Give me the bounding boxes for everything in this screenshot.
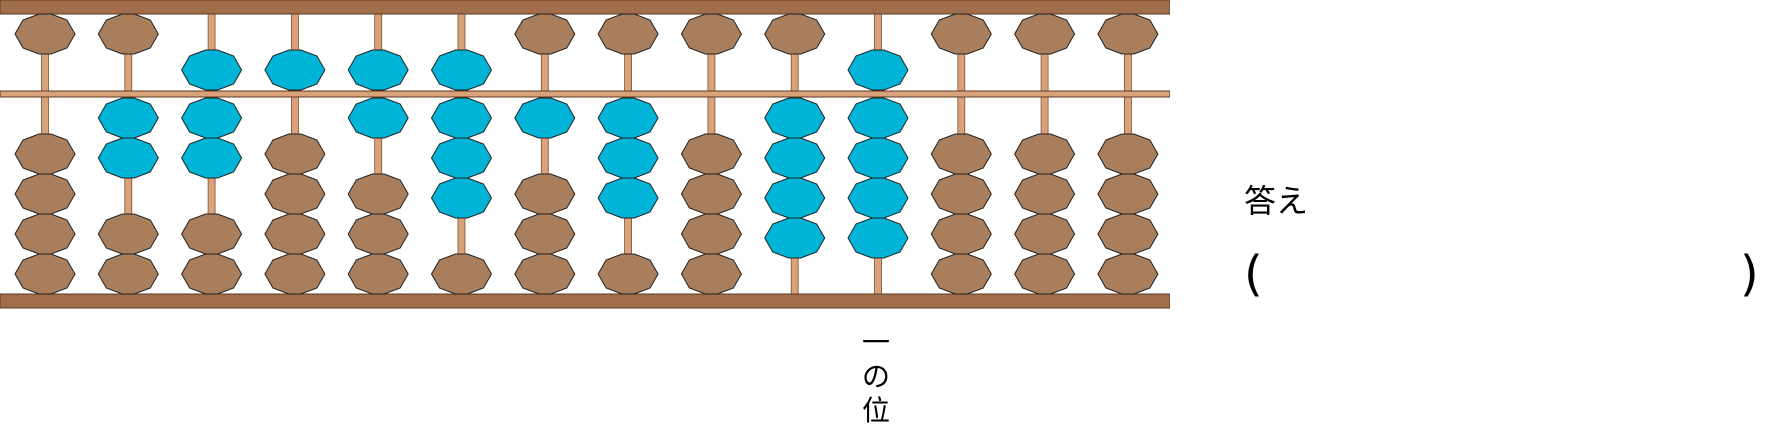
unit-label-line3: 位 bbox=[861, 394, 890, 427]
lower-bead-rod-1-4 bbox=[14, 253, 76, 295]
lower-bead-rod-12-3 bbox=[930, 213, 992, 255]
lower-bead-rod-2-3 bbox=[97, 213, 159, 255]
lower-bead-rod-13-1 bbox=[1014, 133, 1076, 175]
lower-bead-rod-10-2 bbox=[764, 137, 826, 179]
lower-bead-rod-10-3 bbox=[764, 177, 826, 219]
lower-bead-rod-7-1 bbox=[514, 97, 576, 139]
lower-bead-rod-10-4 bbox=[764, 217, 826, 259]
lower-bead-rod-2-4 bbox=[97, 253, 159, 295]
unit-label: 一 の 位 bbox=[858, 326, 894, 428]
upper-bead-rod-13 bbox=[1014, 13, 1076, 55]
lower-bead-rod-4-2 bbox=[264, 173, 326, 215]
lower-bead-rod-13-3 bbox=[1014, 213, 1076, 255]
lower-bead-rod-11-1 bbox=[847, 97, 909, 139]
lower-bead-rod-1-3 bbox=[14, 213, 76, 255]
lower-bead-rod-8-2 bbox=[597, 137, 659, 179]
lower-bead-rod-4-3 bbox=[264, 213, 326, 255]
answer-input-area[interactable] bbox=[1280, 248, 1730, 298]
lower-bead-rod-7-4 bbox=[514, 253, 576, 295]
lower-bead-rod-5-4 bbox=[347, 253, 409, 295]
lower-bead-rod-5-3 bbox=[347, 213, 409, 255]
lower-bead-rod-3-4 bbox=[181, 253, 243, 295]
lower-bead-rod-14-2 bbox=[1097, 173, 1159, 215]
lower-bead-rod-1-2 bbox=[14, 173, 76, 215]
lower-bead-rod-3-1 bbox=[181, 97, 243, 139]
upper-bead-rod-7 bbox=[514, 13, 576, 55]
lower-bead-rod-13-4 bbox=[1014, 253, 1076, 295]
lower-bead-rod-3-2 bbox=[181, 137, 243, 179]
answer-label: 答え bbox=[1244, 182, 1309, 220]
answer-close-paren: ) bbox=[1740, 246, 1759, 302]
lower-bead-rod-6-4 bbox=[430, 253, 493, 295]
unit-label-line2: の bbox=[861, 360, 890, 393]
beads-layer bbox=[14, 13, 1159, 295]
upper-bead-rod-6 bbox=[430, 49, 493, 91]
lower-bead-rod-10-1 bbox=[764, 97, 826, 139]
lower-bead-rod-4-1 bbox=[264, 133, 326, 175]
lower-bead-rod-6-1 bbox=[430, 97, 493, 139]
lower-bead-rod-2-1 bbox=[97, 97, 159, 139]
lower-bead-rod-11-2 bbox=[847, 137, 909, 179]
lower-bead-rod-13-2 bbox=[1014, 173, 1076, 215]
lower-bead-rod-7-3 bbox=[514, 213, 576, 255]
lower-bead-rod-11-3 bbox=[847, 177, 909, 219]
upper-bead-rod-9 bbox=[680, 13, 742, 55]
lower-bead-rod-5-1 bbox=[347, 97, 409, 139]
upper-bead-rod-14 bbox=[1097, 13, 1159, 55]
lower-bead-rod-14-4 bbox=[1097, 253, 1159, 295]
upper-bead-rod-2 bbox=[97, 13, 159, 55]
lower-bead-rod-8-4 bbox=[597, 253, 659, 295]
lower-bead-rod-6-3 bbox=[430, 177, 493, 219]
lower-bead-rod-2-2 bbox=[97, 137, 159, 179]
lower-bead-rod-11-4 bbox=[847, 217, 909, 259]
lower-bead-rod-1-1 bbox=[14, 133, 76, 175]
lower-bead-rod-9-4 bbox=[680, 253, 742, 295]
lower-bead-rod-9-1 bbox=[680, 133, 742, 175]
lower-bead-rod-4-4 bbox=[264, 253, 326, 295]
answer-open-paren: ( bbox=[1244, 246, 1263, 302]
upper-bead-rod-5 bbox=[347, 49, 409, 91]
lower-bead-rod-9-3 bbox=[680, 213, 742, 255]
lower-bead-rod-12-1 bbox=[930, 133, 992, 175]
lower-bead-rod-5-2 bbox=[347, 173, 409, 215]
lower-bead-rod-14-3 bbox=[1097, 213, 1159, 255]
lower-bead-rod-3-3 bbox=[181, 213, 243, 255]
lower-bead-rod-9-2 bbox=[680, 173, 742, 215]
lower-bead-rod-14-1 bbox=[1097, 133, 1159, 175]
lower-bead-rod-12-2 bbox=[930, 173, 992, 215]
upper-bead-rod-4 bbox=[264, 49, 326, 91]
lower-bead-rod-6-2 bbox=[430, 137, 493, 179]
beam-bar bbox=[0, 90, 1170, 98]
lower-bead-rod-8-1 bbox=[597, 97, 659, 139]
upper-bead-rod-8 bbox=[597, 13, 659, 55]
abacus bbox=[0, 0, 1170, 309]
upper-bead-rod-1 bbox=[14, 13, 76, 55]
frame-bottom-bar bbox=[0, 293, 1170, 309]
lower-bead-rod-7-2 bbox=[514, 173, 576, 215]
frame-top-bar bbox=[0, 0, 1170, 15]
lower-bead-rod-12-4 bbox=[930, 253, 992, 295]
upper-bead-rod-10 bbox=[764, 13, 826, 55]
upper-bead-rod-11 bbox=[847, 49, 909, 91]
lower-bead-rod-8-3 bbox=[597, 177, 659, 219]
upper-bead-rod-3 bbox=[181, 49, 243, 91]
upper-bead-rod-12 bbox=[930, 13, 992, 55]
unit-label-line1: 一 bbox=[861, 326, 890, 359]
